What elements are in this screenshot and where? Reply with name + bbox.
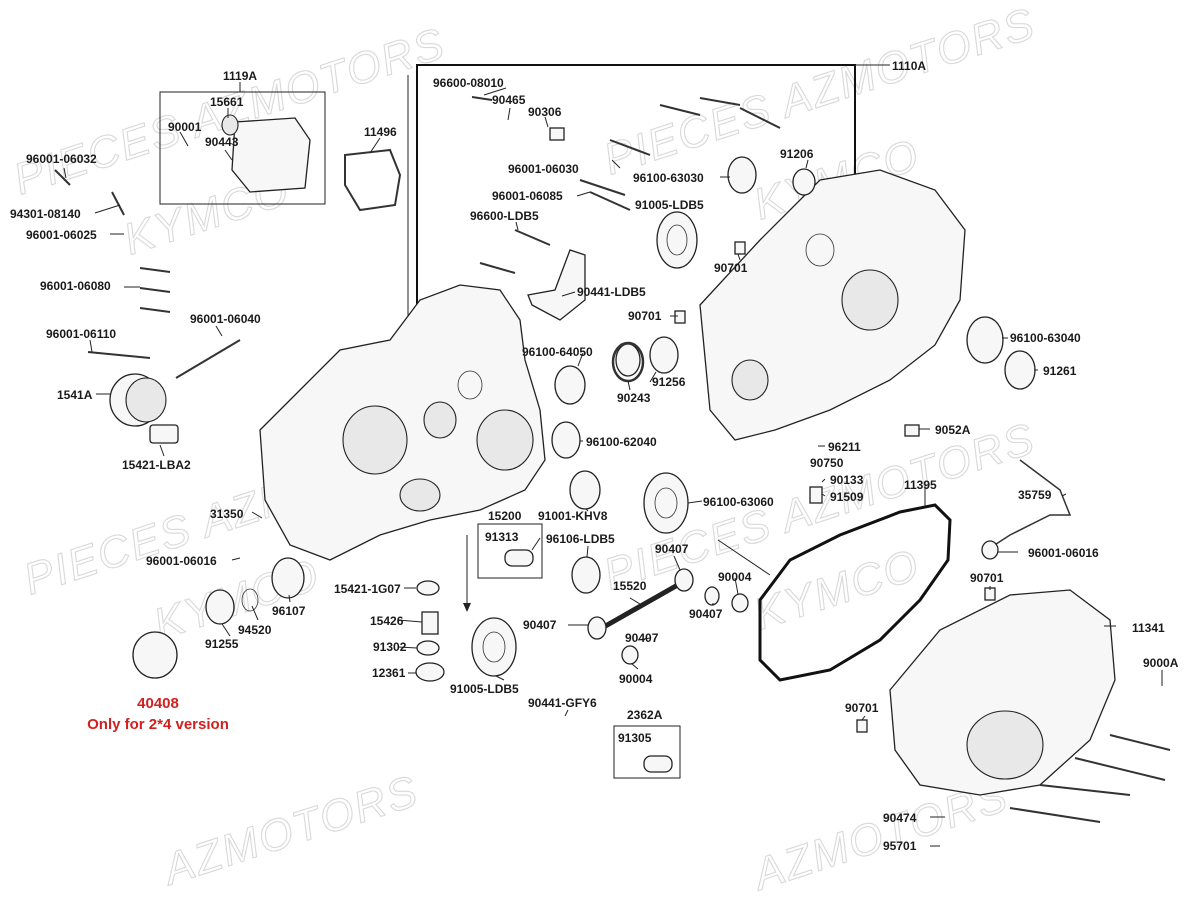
part-label: 91305 bbox=[618, 731, 652, 745]
part-label: 96211 bbox=[828, 440, 861, 454]
part-label: 91261 bbox=[1043, 364, 1077, 378]
part-label: 9052A bbox=[935, 423, 971, 437]
part-label: 91255 bbox=[205, 637, 239, 651]
clutch-cover bbox=[889, 589, 1116, 796]
part-label: 1541A bbox=[57, 388, 93, 402]
part-label: 91313 bbox=[485, 530, 519, 544]
part-label: 96001-06030 bbox=[508, 162, 579, 176]
part-label: 90243 bbox=[617, 391, 651, 405]
leader-lines bbox=[63, 82, 1163, 847]
part-label: 91005-LDB5 bbox=[635, 198, 704, 212]
part-label: 96100-63040 bbox=[1010, 331, 1081, 345]
part-label: 90701 bbox=[628, 309, 662, 323]
part-label: 15520 bbox=[613, 579, 647, 593]
part-label: 15421-1G07 bbox=[334, 582, 401, 596]
left-crankcase bbox=[259, 284, 546, 561]
part-label: 96106-LDB5 bbox=[546, 532, 615, 546]
part-label: 90407 bbox=[523, 618, 557, 632]
part-label: 15421-LBA2 bbox=[122, 458, 191, 472]
cap-part bbox=[132, 631, 178, 679]
parts bbox=[54, 96, 1171, 823]
part-label: 15426 bbox=[370, 614, 404, 628]
part-label: 12361 bbox=[372, 666, 406, 680]
part-label: 9000A bbox=[1143, 656, 1179, 670]
watermark-text: PIECES AZMOTORS bbox=[598, 0, 1042, 185]
cover-gasket bbox=[758, 503, 952, 682]
part-label: 11496 bbox=[364, 125, 397, 139]
part-label: 95701 bbox=[883, 839, 917, 853]
part-label: 91302 bbox=[373, 640, 407, 654]
part-label: 96001-06032 bbox=[26, 152, 97, 166]
part-label: 90441-GFY6 bbox=[528, 696, 597, 710]
part-label: 94520 bbox=[238, 623, 272, 637]
housing-cover bbox=[231, 117, 311, 193]
part-label: 90001 bbox=[168, 120, 202, 134]
part-label: 90474 bbox=[883, 811, 917, 825]
part-label: 91256 bbox=[652, 375, 686, 389]
part-label: 11341 bbox=[1132, 621, 1165, 635]
part-label: 91001-KHV8 bbox=[538, 509, 608, 523]
part-label: 1110A bbox=[892, 59, 926, 73]
part-label: 90465 bbox=[492, 93, 526, 107]
part-label: 96600-08010 bbox=[433, 76, 504, 90]
part-label: 96001-06016 bbox=[146, 554, 217, 568]
watermark-text: KYMCO bbox=[748, 540, 926, 640]
part-label: 31350 bbox=[210, 507, 244, 521]
part-label: 2362A bbox=[627, 708, 663, 722]
watermark-text: PIECES AZMOTORS bbox=[8, 19, 452, 205]
part-label: 90004 bbox=[718, 570, 752, 584]
part-label: 96100-64050 bbox=[522, 345, 593, 359]
part-label: 15200 bbox=[488, 509, 522, 523]
part-label: 96001-06085 bbox=[492, 189, 563, 203]
right-crankcase bbox=[699, 169, 966, 441]
part-label: 11395 bbox=[904, 478, 937, 492]
part-label: 90441-LDB5 bbox=[577, 285, 646, 299]
version-note: 40408 Only for 2*4 version bbox=[87, 695, 229, 733]
assembly-lines bbox=[159, 64, 890, 779]
part-label: 96001-06110 bbox=[46, 327, 116, 341]
part-label: 90133 bbox=[830, 473, 864, 487]
part-label: 90306 bbox=[528, 105, 562, 119]
part-label: 94301-08140 bbox=[10, 207, 81, 221]
part-label: 96001-06080 bbox=[40, 279, 111, 293]
part-label: 96107 bbox=[272, 604, 306, 618]
part-label: 90407 bbox=[625, 631, 659, 645]
part-label: 96600-LDB5 bbox=[470, 209, 539, 223]
bolts bbox=[54, 96, 1171, 823]
part-label: 90701 bbox=[714, 261, 748, 275]
part-label: 91206 bbox=[780, 147, 814, 161]
watermark-text: AZMOTORS bbox=[155, 766, 425, 895]
part-label: 90750 bbox=[810, 456, 844, 470]
bearings bbox=[205, 156, 1036, 677]
part-label: 90407 bbox=[655, 542, 689, 556]
part-label: 96100-62040 bbox=[586, 435, 657, 449]
part-label: 96001-06040 bbox=[190, 312, 261, 326]
part-label: 96100-63030 bbox=[633, 171, 704, 185]
part-labels: 1119A 15661 90001 90443 11496 96001-0603… bbox=[10, 59, 1179, 853]
part-label: 90701 bbox=[845, 701, 879, 715]
note-part-number: 40408 bbox=[137, 695, 179, 712]
part-label: 96001-06016 bbox=[1028, 546, 1099, 560]
part-label: 90407 bbox=[689, 607, 723, 621]
part-label: 35759 bbox=[1018, 488, 1052, 502]
part-label: 96100-63060 bbox=[703, 495, 774, 509]
part-label: 90701 bbox=[970, 571, 1004, 585]
note-text: Only for 2*4 version bbox=[87, 716, 229, 733]
part-label: 91005-LDB5 bbox=[450, 682, 519, 696]
part-label: 90443 bbox=[205, 135, 239, 149]
part-label: 15661 bbox=[210, 95, 244, 109]
part-label: 90004 bbox=[619, 672, 653, 686]
part-label: 96001-06025 bbox=[26, 228, 97, 242]
part-label: 91509 bbox=[830, 490, 864, 504]
oil-filter bbox=[109, 373, 179, 444]
part-label: 1119A bbox=[223, 69, 257, 83]
